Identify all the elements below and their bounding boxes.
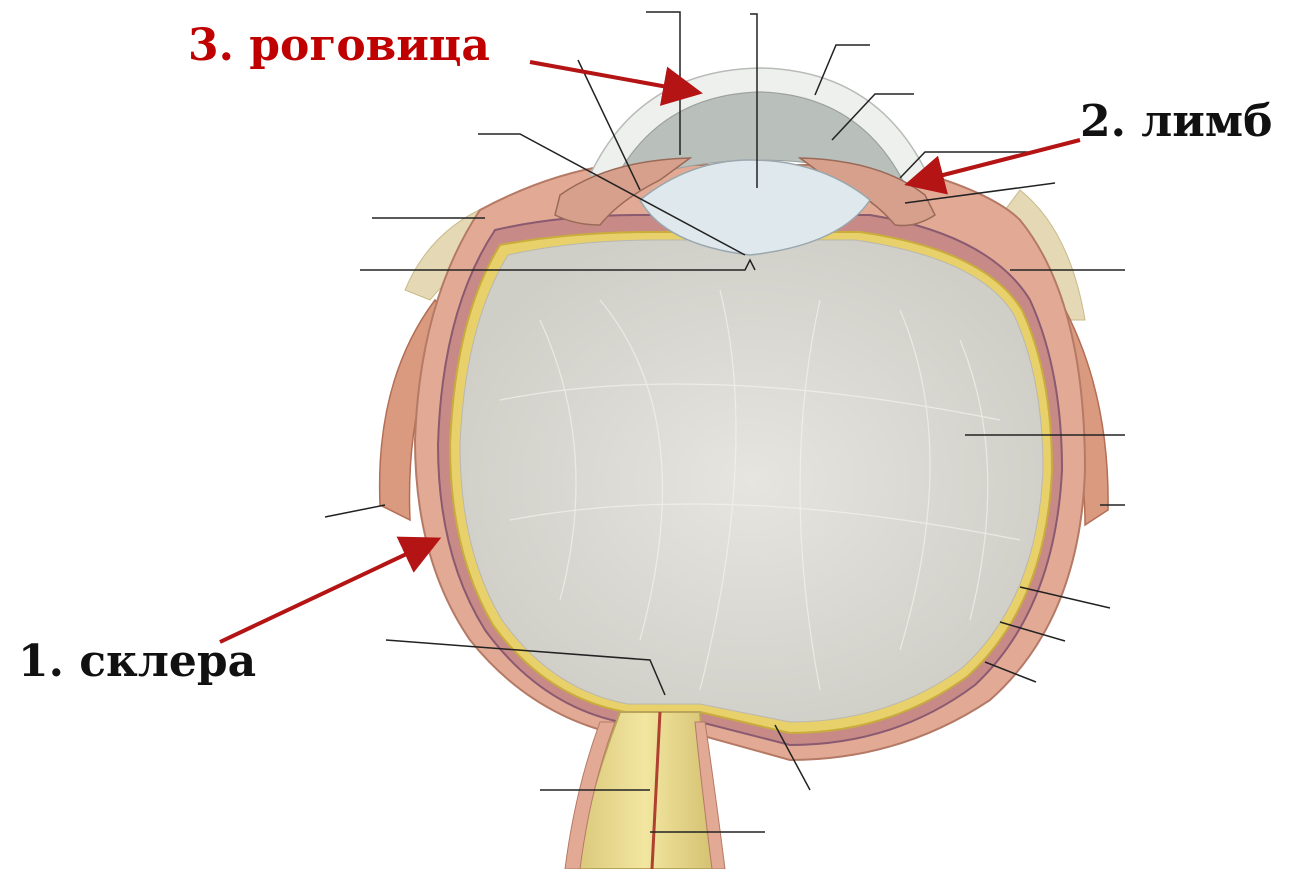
arrow-cornea	[530, 62, 695, 92]
arrow-sclera	[220, 541, 434, 642]
label-cornea: 3. роговица	[188, 24, 490, 68]
label-limbus: 2. лимб	[1080, 100, 1272, 144]
vitreous-body	[460, 240, 1043, 722]
label-sclera: 1. склера	[18, 640, 256, 684]
arrow-limbus	[912, 140, 1080, 183]
